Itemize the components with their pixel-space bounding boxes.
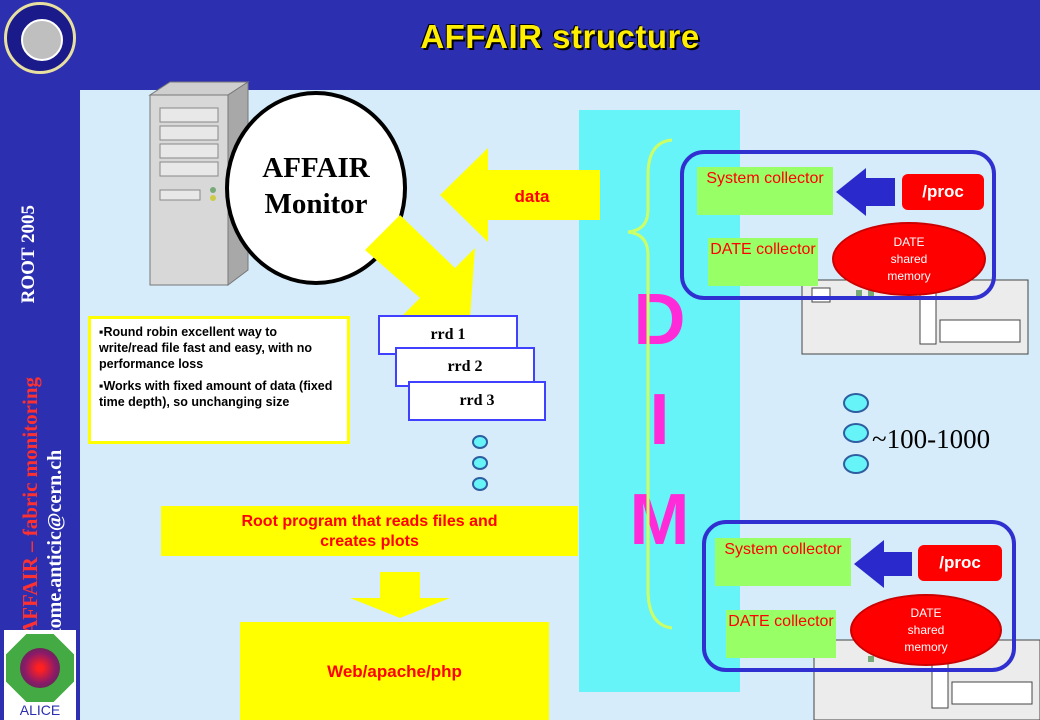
- bullet-text-2: Works with fixed amount of data (fixed t…: [99, 379, 333, 409]
- node-box-2: [702, 520, 1016, 672]
- header-bar: [80, 0, 1040, 90]
- server-tower-icon: [148, 81, 250, 286]
- bullet-text-1: Round robin excellent way to write/read …: [99, 325, 313, 371]
- dim-letters: D I M: [579, 270, 740, 570]
- dim-letter-i: I: [649, 380, 670, 460]
- shared-memory-label-2: DATE shared memory: [904, 606, 948, 654]
- node-dot: [843, 454, 869, 474]
- write-arrow-icon: [365, 215, 475, 318]
- ellipsis-dot: [472, 477, 488, 491]
- bullet-item: ▪Round robin excellent way to write/read…: [99, 325, 313, 371]
- web-box: Web/apache/php: [240, 622, 549, 720]
- dim-letter-d: D: [633, 280, 686, 360]
- node-box-1: [680, 150, 996, 300]
- proc-arrow-icon-1: [836, 168, 895, 216]
- bullet-box: ▪Round robin excellent way to write/read…: [88, 316, 350, 444]
- sidebar: [0, 0, 80, 720]
- slide-title: AFFAIR structure: [420, 18, 700, 55]
- monitor-label-line1: AFFAIR: [262, 152, 370, 184]
- data-arrow-icon: [440, 148, 600, 242]
- affair-monitor-circle: [225, 91, 407, 285]
- dim-letter-m: M: [629, 480, 690, 560]
- web-label: Web/apache/php: [327, 662, 462, 681]
- shared-memory-label-1: DATE shared memory: [887, 235, 931, 283]
- date-collector-2: DATE collector: [726, 610, 836, 658]
- rrd-file-3: rrd 3: [408, 381, 546, 421]
- monitor-label-line2: Monitor: [264, 188, 368, 220]
- proc-box-1: /proc: [902, 174, 984, 210]
- alice-logo: [6, 634, 74, 702]
- alice-logo-label: ALICE: [4, 702, 76, 718]
- brace-icon: [627, 138, 673, 630]
- root-program-box: Root program that reads files and create…: [161, 506, 578, 556]
- shared-memory-1: DATE shared memory: [832, 222, 986, 296]
- bullet-item: ▪Works with fixed amount of data (fixed …: [99, 379, 333, 409]
- proc-box-2: /proc: [918, 545, 1002, 581]
- date-collector-1: DATE collector: [708, 238, 818, 286]
- root-program-label: Root program that reads files and create…: [241, 513, 498, 550]
- affair-monitor-label: AFFAIR Monitor: [227, 150, 405, 222]
- proc-arrow-icon-2: [854, 540, 912, 588]
- down-arrow-icon: [350, 572, 450, 618]
- system-collector-2: System collector: [715, 538, 851, 586]
- ellipsis-dot: [472, 435, 488, 449]
- shared-memory-2: DATE shared memory: [850, 594, 1002, 666]
- data-arrow-label: data: [514, 187, 550, 206]
- node-dot: [843, 423, 869, 443]
- node-dot: [843, 393, 869, 413]
- institute-logo: [4, 2, 76, 74]
- node-count-label: ~100-1000: [872, 424, 991, 454]
- ellipsis-dot: [472, 456, 488, 470]
- system-collector-1: System collector: [697, 167, 833, 215]
